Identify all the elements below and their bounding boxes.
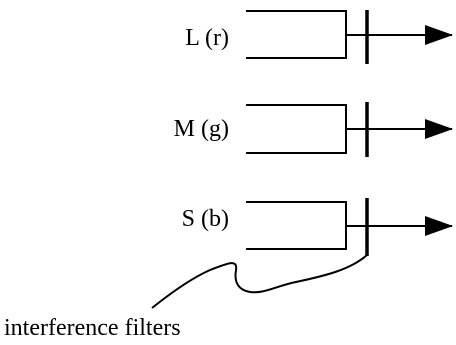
cone-outline-m — [246, 104, 347, 154]
filter-leader-line — [151, 254, 368, 309]
cone-label-s: S (b) — [182, 206, 229, 232]
cone-label-m: M (g) — [174, 116, 229, 142]
cone-row-m: M (g) — [174, 102, 453, 157]
cone-label-l: L (r) — [185, 25, 229, 51]
cone-row-s: S (b) — [182, 198, 453, 256]
cone-row-l: L (r) — [185, 10, 453, 64]
filter-caption: interference filters — [4, 315, 181, 341]
cone-outline-l — [246, 10, 347, 59]
cone-outline-s — [246, 201, 347, 250]
